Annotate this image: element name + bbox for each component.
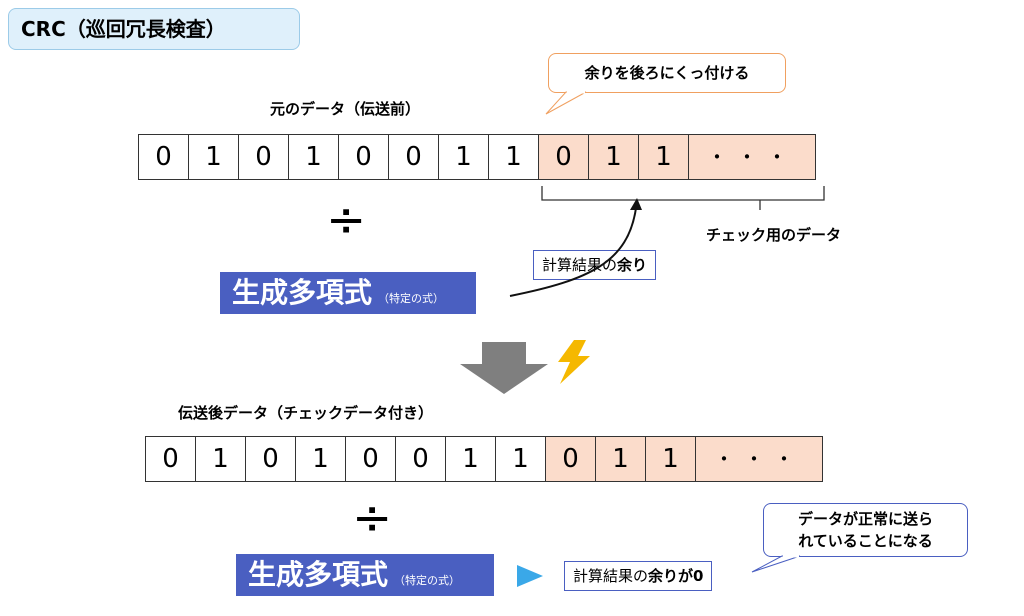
result-prefix: 計算結果の (573, 567, 649, 585)
generator-polynomial-note: （特定の式） (378, 292, 445, 305)
success-note-bubble: データが正常に送ら れていることになる (763, 503, 968, 557)
success-note-line1: データが正常に送ら (797, 510, 933, 528)
bit-cell: 1 (438, 134, 489, 180)
bit-cell: 0 (338, 134, 389, 180)
bit-cell: 0 (388, 134, 439, 180)
down-arrow-icon (460, 342, 548, 394)
success-note-line2: れていることになる (798, 532, 933, 550)
zero-remainder-box: 計算結果の余りが0 (564, 561, 713, 591)
generator-polynomial-label: 生成多項式 (248, 558, 389, 591)
check-bracket (541, 186, 825, 210)
check-bit-ellipsis: ・・・ (688, 134, 816, 180)
original-data-caption: 元のデータ（伝送前） (270, 100, 421, 118)
remainder-box: 計算結果の余り (533, 250, 657, 280)
check-data-label: チェック用のデータ (706, 226, 842, 244)
check-bit-ellipsis: ・・・ (695, 436, 823, 482)
bubble-tail (751, 555, 801, 573)
check-bit-cell: 1 (645, 436, 696, 482)
remainder-arrowhead (630, 198, 642, 210)
remainder-emphasis: 余り (617, 256, 648, 274)
append-remainder-callout: 余りを後ろにくっ付ける (548, 53, 786, 93)
divide-icon: ÷ (352, 490, 393, 546)
callout-tail (545, 91, 587, 115)
bit-cell: 1 (288, 134, 339, 180)
play-arrow-icon (517, 565, 543, 587)
generator-polynomial-note: （特定の式） (394, 574, 461, 587)
bit-cell: 1 (495, 436, 546, 482)
bit-cell: 0 (245, 436, 296, 482)
check-bit-cell: 1 (595, 436, 646, 482)
original-bit-row: 0 1 0 1 0 0 1 1 0 1 1 ・・・ (138, 134, 816, 180)
bit-cell: 1 (488, 134, 539, 180)
remainder-prefix: 計算結果の (542, 256, 618, 274)
generator-polynomial-box: 生成多項式 （特定の式） (220, 272, 476, 314)
bit-cell: 0 (345, 436, 396, 482)
generator-polynomial-label: 生成多項式 (232, 276, 373, 309)
generator-polynomial-box: 生成多項式 （特定の式） (236, 554, 494, 596)
check-bit-cell: 0 (538, 134, 589, 180)
result-emphasis: 余りが0 (648, 567, 704, 585)
lightning-icon (558, 340, 590, 384)
check-bit-cell: 1 (638, 134, 689, 180)
page-title: CRC（巡回冗長検査） (8, 8, 300, 50)
transmitted-data-caption: 伝送後データ（チェックデータ付き） (178, 404, 434, 422)
remainder-curve-arrow (509, 207, 637, 297)
bit-cell: 0 (138, 134, 189, 180)
divide-icon: ÷ (326, 192, 367, 248)
transmitted-bit-row: 0 1 0 1 0 0 1 1 0 1 1 ・・・ (145, 436, 823, 482)
bit-cell: 0 (145, 436, 196, 482)
